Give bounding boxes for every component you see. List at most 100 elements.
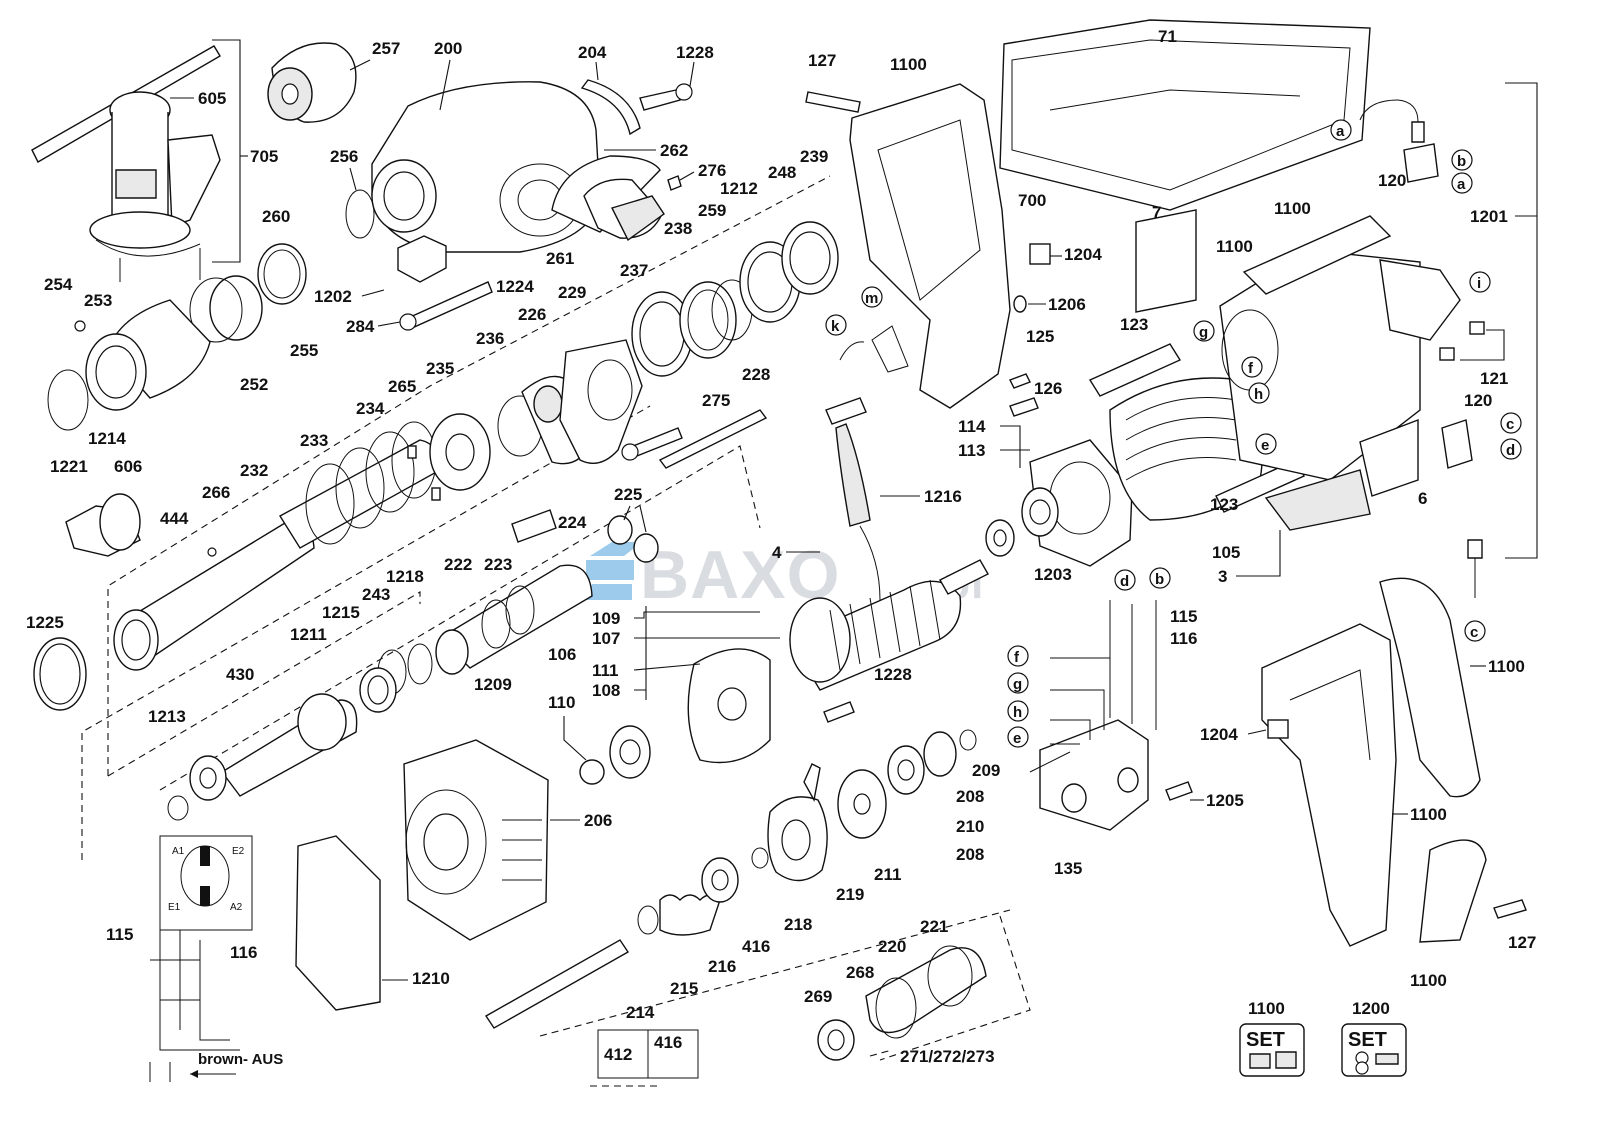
label-206: 206 <box>584 811 612 830</box>
callout-e-2: e <box>1013 730 1021 747</box>
label-221: 221 <box>920 917 948 936</box>
gear-housing <box>371 81 601 253</box>
label-1205: 1205 <box>1206 791 1244 810</box>
label-106: 106 <box>548 645 576 664</box>
label-1203: 1203 <box>1034 565 1072 584</box>
armature <box>788 559 989 691</box>
callout-f-1: f <box>1248 360 1254 377</box>
label-261: 261 <box>546 249 574 268</box>
label-269: 269 <box>804 987 832 1006</box>
label-276: 276 <box>698 161 726 180</box>
label-214: 214 <box>626 1003 655 1022</box>
label-256: 256 <box>330 147 358 166</box>
label-1100-cap: 1100 <box>1274 199 1311 218</box>
label-605: 605 <box>198 89 226 108</box>
label-125: 125 <box>1026 327 1054 346</box>
label-115-right: 115 <box>1170 607 1197 626</box>
label-236: 236 <box>476 329 504 348</box>
handle-halves-right <box>1261 577 1527 947</box>
label-705: 705 <box>250 147 278 166</box>
label-109: 109 <box>592 609 620 628</box>
label-238: 238 <box>664 219 692 238</box>
side-handle <box>31 45 221 282</box>
label-216: 216 <box>708 957 736 976</box>
label-268: 268 <box>846 963 874 982</box>
label-6: 6 <box>1418 489 1427 508</box>
watermark-text: BAXO <box>640 537 840 613</box>
intermediate-shaft <box>435 564 593 675</box>
label-1210: 1210 <box>412 969 450 988</box>
spindle-assembly <box>113 421 441 671</box>
label-105: 105 <box>1212 543 1240 562</box>
wiring-note: brown- AUS <box>198 1051 283 1068</box>
wiring-a1: A1 <box>172 846 185 857</box>
label-271-272-273: 271/272/273 <box>900 1047 995 1066</box>
label-208-top: 208 <box>956 787 984 806</box>
label-416-box: 416 <box>654 1033 682 1052</box>
set-badge-1200: SET <box>1348 1029 1387 1051</box>
label-71: 71 <box>1158 27 1177 46</box>
label-114: 114 <box>958 417 986 436</box>
callout-d-2: d <box>1120 573 1129 590</box>
label-123-bottom: 123 <box>1210 495 1238 514</box>
lower-shaft <box>485 847 769 1029</box>
label-set-1100: 1100 <box>1248 999 1285 1018</box>
label-120-bottom: 120 <box>1464 391 1492 410</box>
label-1100-grip-left: 1100 <box>1410 805 1447 824</box>
label-1206: 1206 <box>1048 295 1086 314</box>
mode-selector-parts <box>397 79 693 331</box>
label-233: 233 <box>300 431 328 450</box>
callout-g-2: g <box>1013 676 1022 693</box>
sds-adapter <box>65 493 141 557</box>
label-1213: 1213 <box>148 707 186 726</box>
label-223: 223 <box>484 555 512 574</box>
fan-baffle <box>579 648 855 785</box>
label-1218: 1218 <box>386 567 424 586</box>
callout-f-2: f <box>1014 649 1020 666</box>
gear-cluster <box>767 729 977 882</box>
label-116-wiring: 116 <box>230 943 257 962</box>
label-1228-top: 1228 <box>676 43 714 62</box>
callout-b-2: b <box>1155 571 1164 588</box>
label-110: 110 <box>548 693 575 712</box>
label-228: 228 <box>742 365 770 384</box>
label-7: 7 <box>1152 203 1161 222</box>
label-211: 211 <box>874 865 901 884</box>
label-108: 108 <box>592 681 620 700</box>
label-1212: 1212 <box>720 179 758 198</box>
label-259: 259 <box>698 201 726 220</box>
label-284: 284 <box>346 317 375 336</box>
label-252: 252 <box>240 375 268 394</box>
bearing-rings <box>631 221 839 377</box>
label-234: 234 <box>356 399 385 418</box>
label-120-top: 120 <box>1378 171 1406 190</box>
handle-half-top <box>805 83 1051 417</box>
label-253: 253 <box>84 291 112 310</box>
callout-m: m <box>865 290 878 307</box>
callout-h-1: h <box>1254 386 1263 403</box>
label-1202: 1202 <box>314 287 352 306</box>
label-416: 416 <box>742 937 770 956</box>
clutch-gears <box>407 339 643 501</box>
label-260: 260 <box>262 207 290 226</box>
label-218: 218 <box>784 915 812 934</box>
label-210: 210 <box>956 817 984 836</box>
label-208-bottom: 208 <box>956 845 984 864</box>
label-209: 209 <box>972 761 1000 780</box>
wiring-e1: E1 <box>168 902 181 913</box>
label-4: 4 <box>772 543 782 562</box>
label-275: 275 <box>702 391 730 410</box>
label-225: 225 <box>614 485 642 504</box>
label-219: 219 <box>836 885 864 904</box>
label-262: 262 <box>660 141 688 160</box>
callout-b-1: b <box>1457 153 1466 170</box>
seal-rings-left <box>47 189 375 431</box>
label-3: 3 <box>1218 567 1227 586</box>
wiring-a2: A2 <box>230 902 243 913</box>
striker-parts <box>33 637 433 821</box>
label-237: 237 <box>620 261 648 280</box>
label-1215: 1215 <box>322 603 360 622</box>
label-248: 248 <box>768 163 796 182</box>
label-1201: 1201 <box>1470 207 1508 226</box>
